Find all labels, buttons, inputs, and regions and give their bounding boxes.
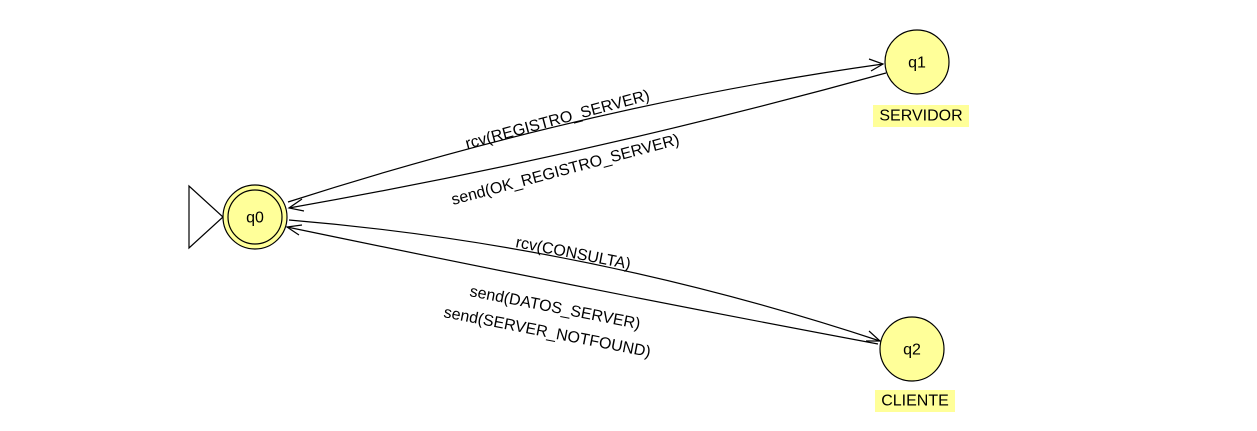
state-q0: q0 <box>222 184 288 250</box>
transition-q0-q2 <box>288 219 881 342</box>
transition-q0-q1 <box>287 63 884 203</box>
transition-q1-q0 <box>288 72 887 209</box>
state-q1: q1 <box>884 29 950 95</box>
state-q0-label: q0 <box>246 210 264 227</box>
state-q2-outer <box>879 316 945 382</box>
initial-state-marker <box>188 184 224 250</box>
state-tag-cliente-highlight <box>875 390 955 412</box>
transition-label-q0-q2: rcv(CONSULTA) <box>514 234 632 273</box>
transition-q2-q0 <box>286 226 879 345</box>
state-q1-outer <box>884 29 950 95</box>
transition-label-q0-q1: rcv(REGISTRO_SERVER) <box>464 87 652 153</box>
state-tag-servidor-text: SERVIDOR <box>879 108 962 125</box>
arrowhead-q0-q1 <box>868 58 885 72</box>
arrowhead-q1-q0 <box>287 198 305 212</box>
state-q2-label: q2 <box>903 342 921 359</box>
state-tag-servidor-highlight <box>873 105 969 127</box>
state-q0-final-ring <box>227 189 283 245</box>
arrowhead-q2-q0 <box>285 224 303 236</box>
state-tag-servidor: SERVIDOR <box>873 105 969 127</box>
state-tag-cliente: CLIENTE <box>875 390 955 412</box>
state-q0-outer <box>222 184 288 250</box>
state-tag-cliente-text: CLIENTE <box>881 393 949 410</box>
state-q2: q2 <box>879 316 945 382</box>
arrowhead-q0-q2 <box>866 330 882 342</box>
state-q1-label: q1 <box>908 55 926 72</box>
